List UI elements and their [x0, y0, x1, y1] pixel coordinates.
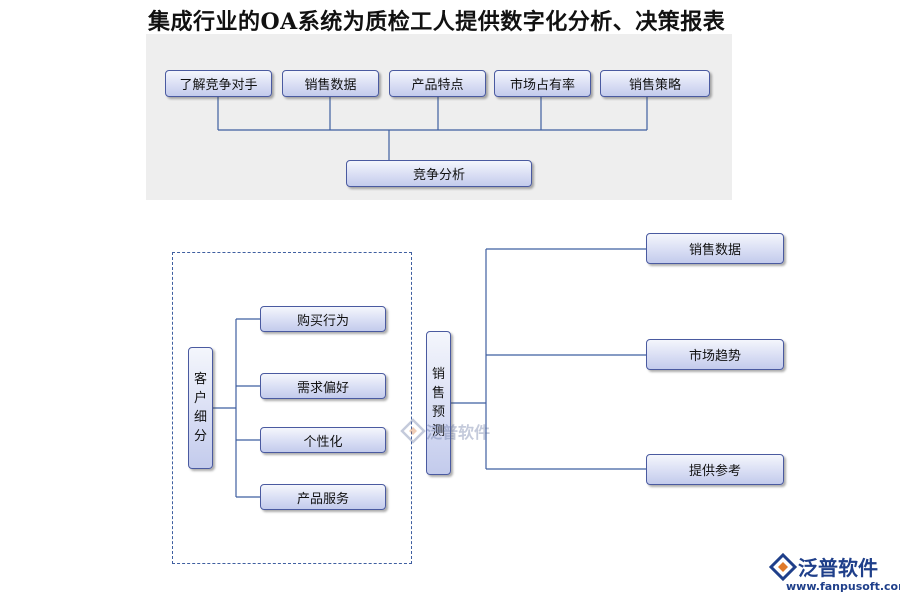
node-know-competitors: 了解竞争对手 [165, 70, 272, 97]
fanpu-logo-icon [768, 552, 798, 582]
node-market-trend: 市场趋势 [646, 339, 784, 370]
fanpu-logo-icon [400, 418, 426, 444]
node-sales-data: 销售数据 [282, 70, 379, 97]
customer-segment-group [172, 252, 412, 564]
char: 售 [431, 386, 445, 401]
watermark-center: 泛普软件 [400, 418, 490, 444]
node-purchase-behavior: 购买行为 [260, 306, 386, 332]
char: 细 [193, 410, 207, 425]
node-sales-strategy: 销售策略 [600, 70, 710, 97]
node-demand-preference: 需求偏好 [260, 373, 386, 399]
node-forecast-sales-data: 销售数据 [646, 233, 784, 264]
node-personalization: 个性化 [260, 427, 386, 453]
node-market-share: 市场占有率 [494, 70, 591, 97]
brand-url: www.fanpusoft.com [786, 580, 900, 593]
node-product-features: 产品特点 [389, 70, 486, 97]
node-customer-segmentation: 客 户 细 分 [188, 347, 213, 469]
node-provide-reference: 提供参考 [646, 454, 784, 485]
watermark-text: 泛普软件 [426, 423, 491, 442]
char: 分 [193, 429, 207, 444]
node-product-service: 产品服务 [260, 484, 386, 510]
char: 测 [431, 424, 445, 439]
char: 客 [193, 372, 207, 387]
char: 户 [193, 391, 207, 406]
node-sales-forecast: 销 售 预 测 [426, 331, 451, 475]
page-title: 集成行业的OA系统为质检工人提供数字化分析、决策报表 [148, 9, 726, 35]
brand-logo: 泛普软件 www.fanpusoft.com [768, 552, 900, 598]
node-competition-analysis: 竞争分析 [346, 160, 532, 187]
char: 销 [431, 367, 445, 382]
char: 预 [431, 405, 445, 420]
brand-name: 泛普软件 [798, 556, 878, 580]
